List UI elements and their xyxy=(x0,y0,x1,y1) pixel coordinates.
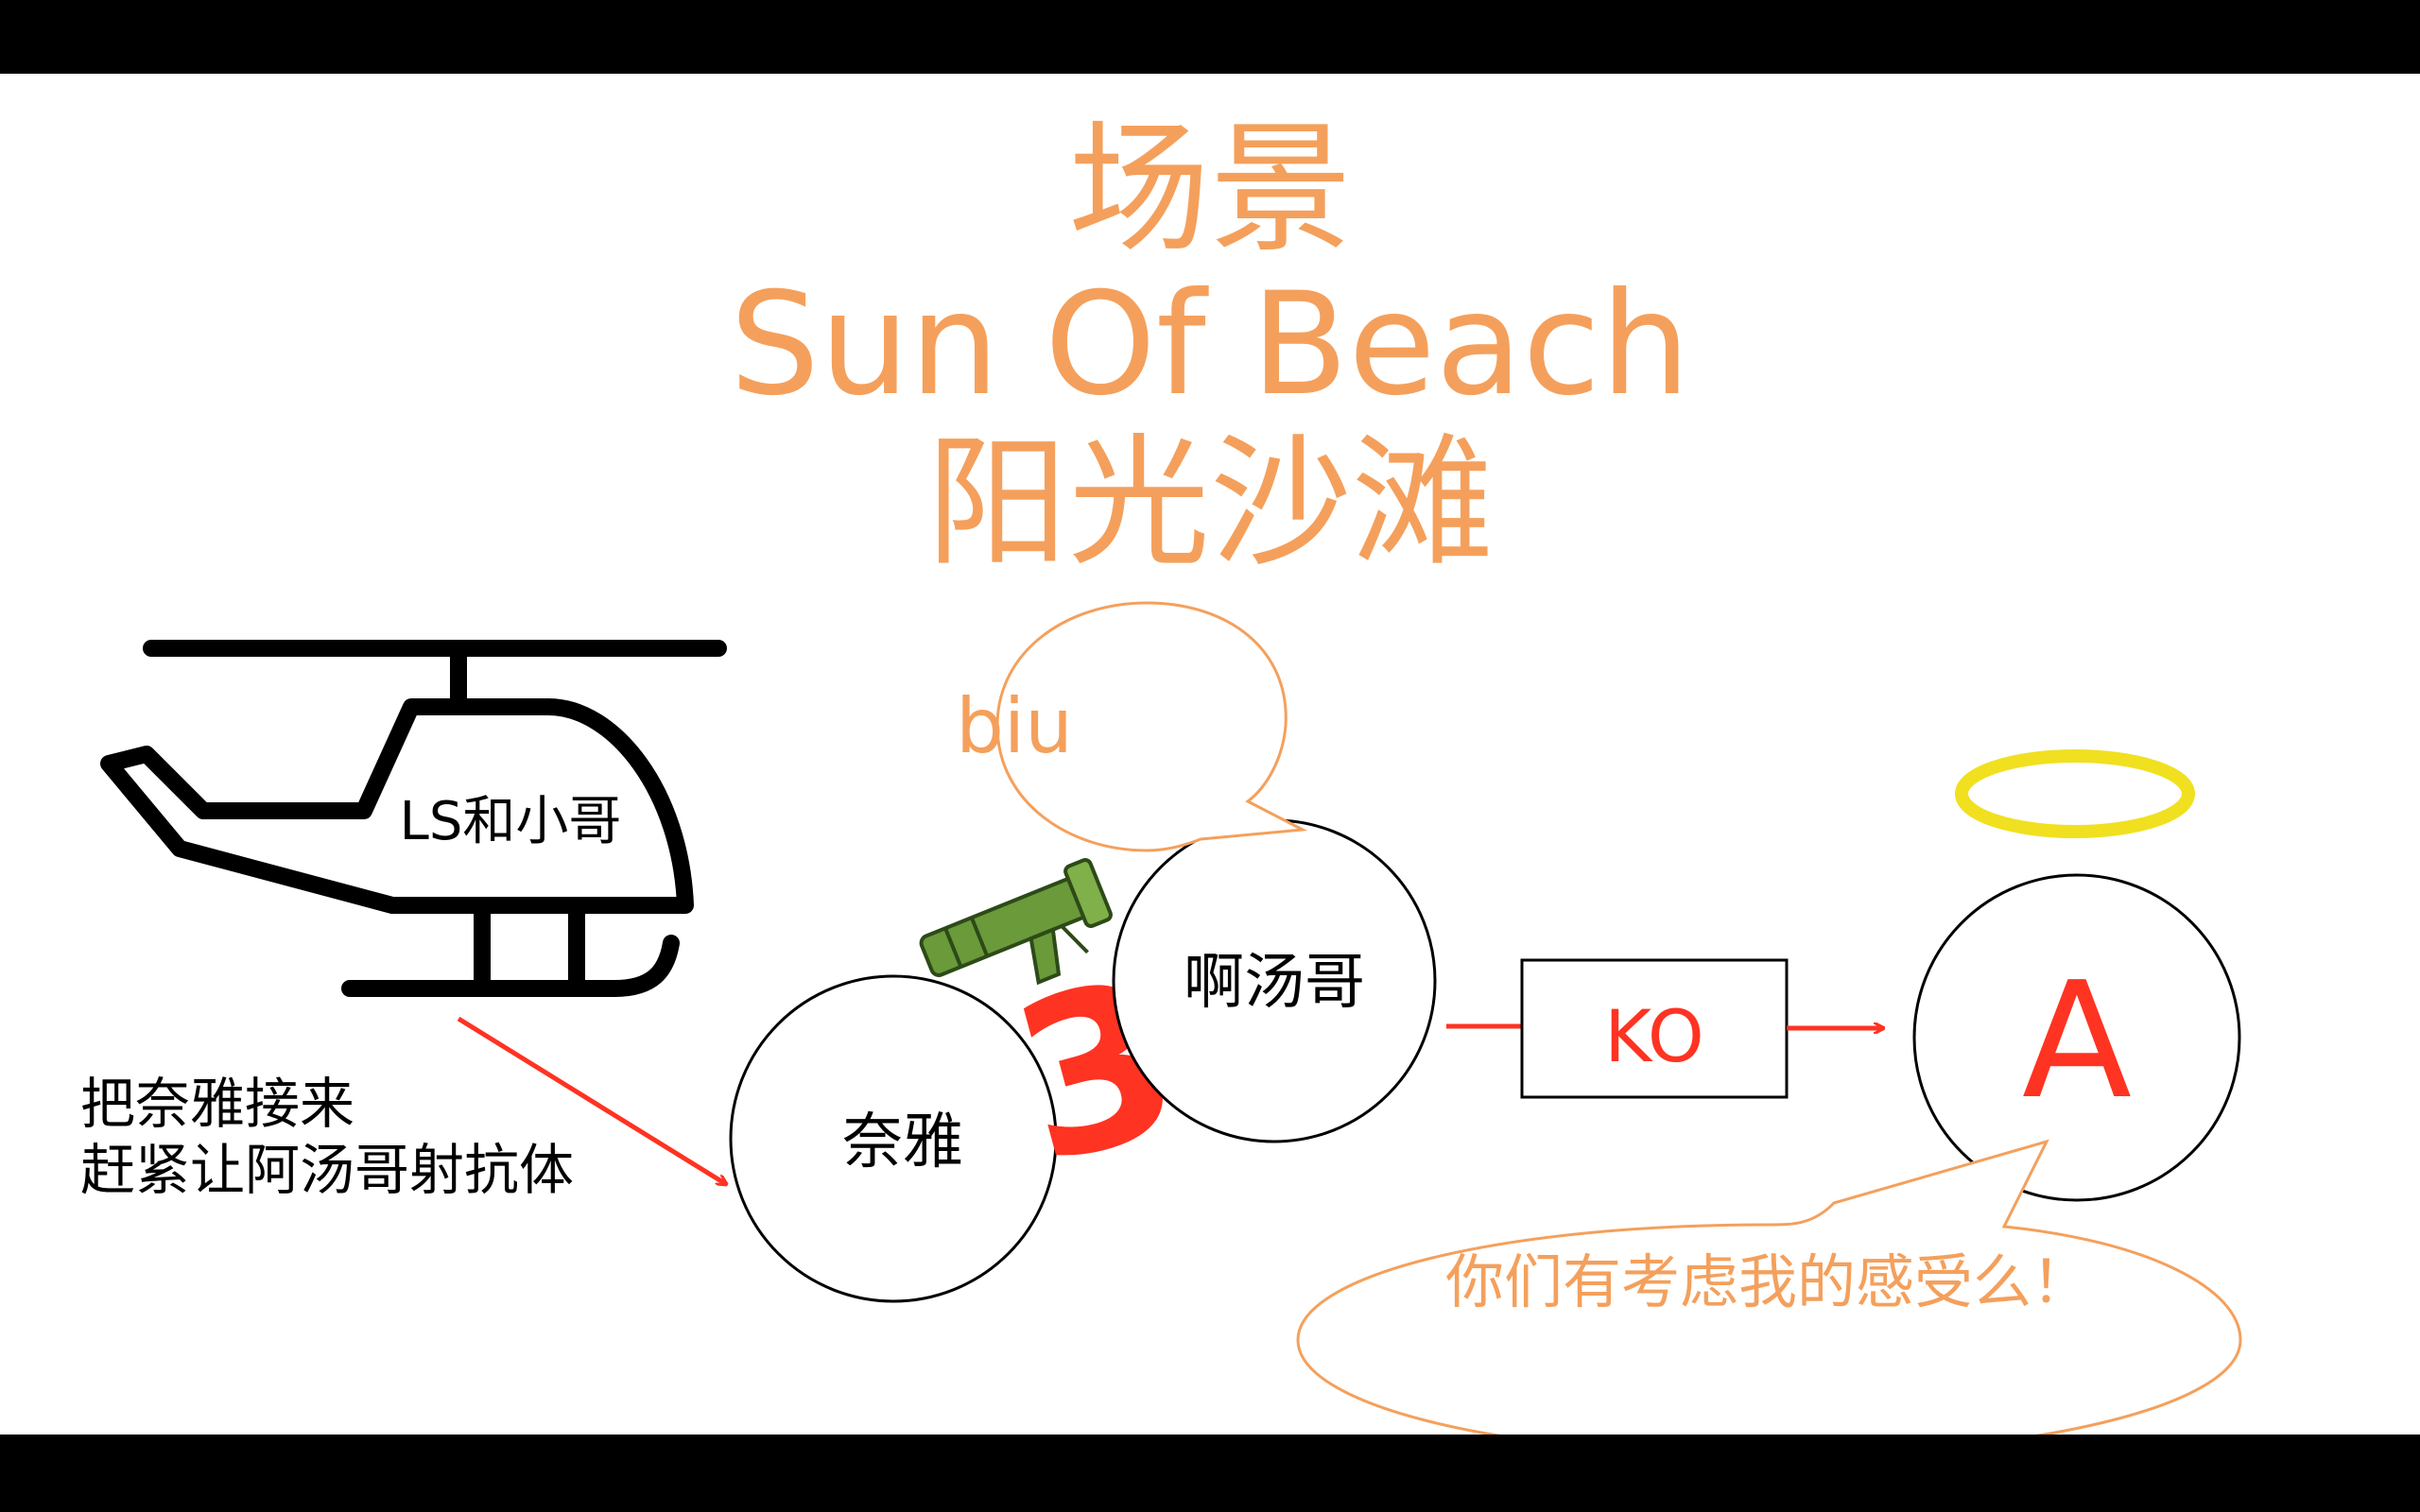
biu-speech-bubble xyxy=(995,601,1308,852)
complaint-speech-bubble xyxy=(1296,1139,2242,1435)
node-a-label: A xyxy=(2022,948,2132,1135)
diagram-canvas: LS和小哥 把奈雅接来 赶紧让阿汤哥射抗体 奈雅 3 啊汤哥 biu K xyxy=(80,601,2242,1435)
ko-box xyxy=(1520,958,1789,1099)
complaint-text: 你们有考虑我的感受么！ xyxy=(1445,1247,2090,1316)
helicopter-icon xyxy=(100,640,727,997)
node-naiya-circle xyxy=(729,974,1058,1303)
title-line-1: 场景 xyxy=(1067,108,1352,272)
title-line-2: Sun Of Beach xyxy=(729,263,1691,427)
node-a-circle xyxy=(1912,873,2241,1202)
instruction-line-1: 把奈雅接来 xyxy=(80,1072,354,1136)
title-line-3: 阳光沙滩 xyxy=(925,421,1494,586)
helicopter-label: LS和小哥 xyxy=(400,791,622,852)
bazooka-icon xyxy=(919,858,1113,986)
node-naiya-label: 奈雅 xyxy=(842,1108,963,1177)
ko-label: KO xyxy=(1604,994,1704,1078)
slide: 场景 Sun Of Beach 阳光沙滩 LS和小哥 把奈雅接来 赶紧让阿汤哥射… xyxy=(0,74,2420,1435)
arrow-helicopter-to-naiya xyxy=(457,1016,726,1184)
instruction-line-2: 赶紧让阿汤哥射抗体 xyxy=(80,1138,574,1202)
halo-icon xyxy=(1955,749,2195,838)
biu-text: biu xyxy=(956,682,1073,770)
node-atangge-label: 啊汤哥 xyxy=(1184,948,1365,1018)
